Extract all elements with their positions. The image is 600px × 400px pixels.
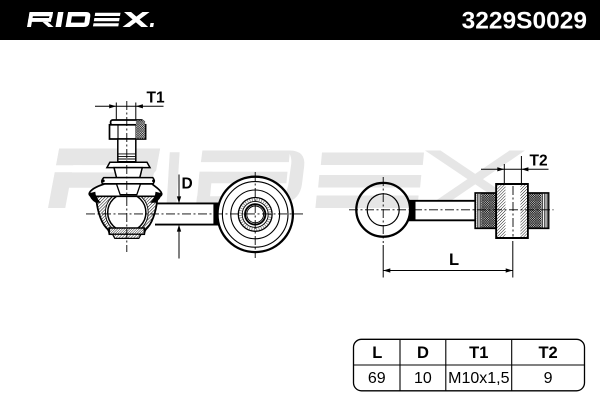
svg-text:T1: T1 (469, 344, 488, 362)
svg-text:3229S0029: 3229S0029 (462, 8, 587, 35)
svg-text:M10x1,5: M10x1,5 (448, 370, 509, 387)
svg-text:T1: T1 (147, 90, 165, 107)
svg-text:D: D (417, 344, 429, 362)
svg-text:D: D (182, 176, 193, 193)
svg-text:10: 10 (414, 370, 432, 387)
svg-text:L: L (449, 251, 459, 269)
svg-text:9: 9 (544, 370, 553, 387)
svg-text:L: L (372, 344, 382, 362)
svg-text:T2: T2 (530, 153, 548, 170)
svg-text:T2: T2 (538, 344, 557, 362)
svg-text:69: 69 (368, 370, 386, 387)
